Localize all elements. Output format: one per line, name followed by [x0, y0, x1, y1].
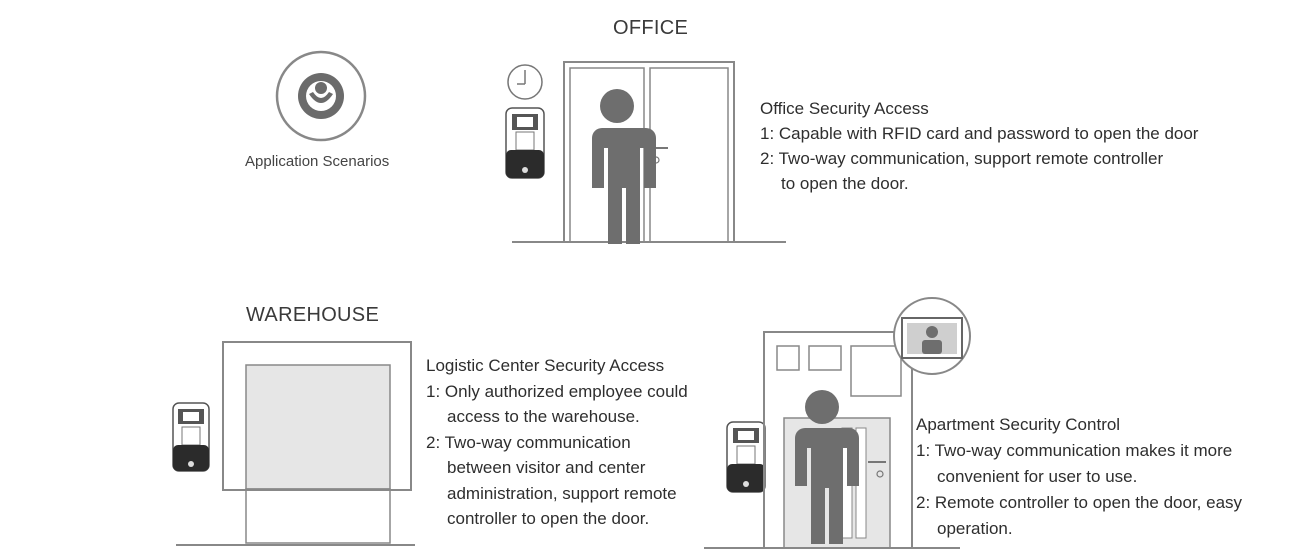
apartment-description: Apartment Security Control 1: Two-way co…	[916, 412, 1242, 542]
apartment-line-1: 1: Two-way communication makes it more	[916, 441, 1233, 460]
warehouse-line-3: 2: Two-way communication	[426, 432, 631, 452]
door-intercom-device-icon	[726, 421, 766, 493]
office-line-2: 2: Two-way communication, support remote…	[760, 149, 1164, 168]
warehouse-line-1: 1: Only authorized employee could	[426, 381, 688, 401]
office-title: OFFICE	[613, 17, 689, 39]
warehouse-line-4: between visitor and center	[447, 458, 646, 477]
apartment-line-4: operation.	[937, 519, 1013, 538]
warehouse-line-6: controller to open the door.	[447, 509, 650, 528]
warehouse-line-2: access to the warehouse.	[447, 407, 640, 426]
warehouse-scene	[172, 341, 415, 546]
apartment-scene	[704, 297, 971, 549]
apartment-line-3: 2: Remote controller to open the door, e…	[916, 493, 1243, 512]
office-scene	[505, 61, 786, 244]
video-monitor-icon	[893, 297, 971, 375]
person-icon	[590, 89, 656, 244]
apartment-heading: Apartment Security Control	[916, 415, 1121, 434]
warehouse-title: WAREHOUSE	[246, 304, 380, 326]
door-intercom-device-icon	[505, 107, 545, 179]
person-icon	[795, 390, 859, 544]
door-intercom-device-icon	[172, 402, 210, 472]
office-line-1: 1: Capable with RFID card and password t…	[760, 124, 1199, 143]
clock-icon	[507, 64, 543, 100]
office-line-3: to open the door.	[781, 174, 909, 193]
warehouse-heading: Logistic Center Security Access	[426, 356, 665, 375]
office-description: Office Security Access 1: Capable with R…	[760, 96, 1198, 196]
warehouse-line-5: administration, support remote	[447, 483, 677, 503]
apartment-line-2: convenient for user to use.	[937, 467, 1138, 486]
office-heading: Office Security Access	[760, 99, 929, 118]
warehouse-description: Logistic Center Security Access 1: Only …	[426, 353, 688, 532]
application-scenarios-label: Application Scenarios	[245, 153, 390, 170]
application-scenarios-icon	[275, 50, 367, 142]
